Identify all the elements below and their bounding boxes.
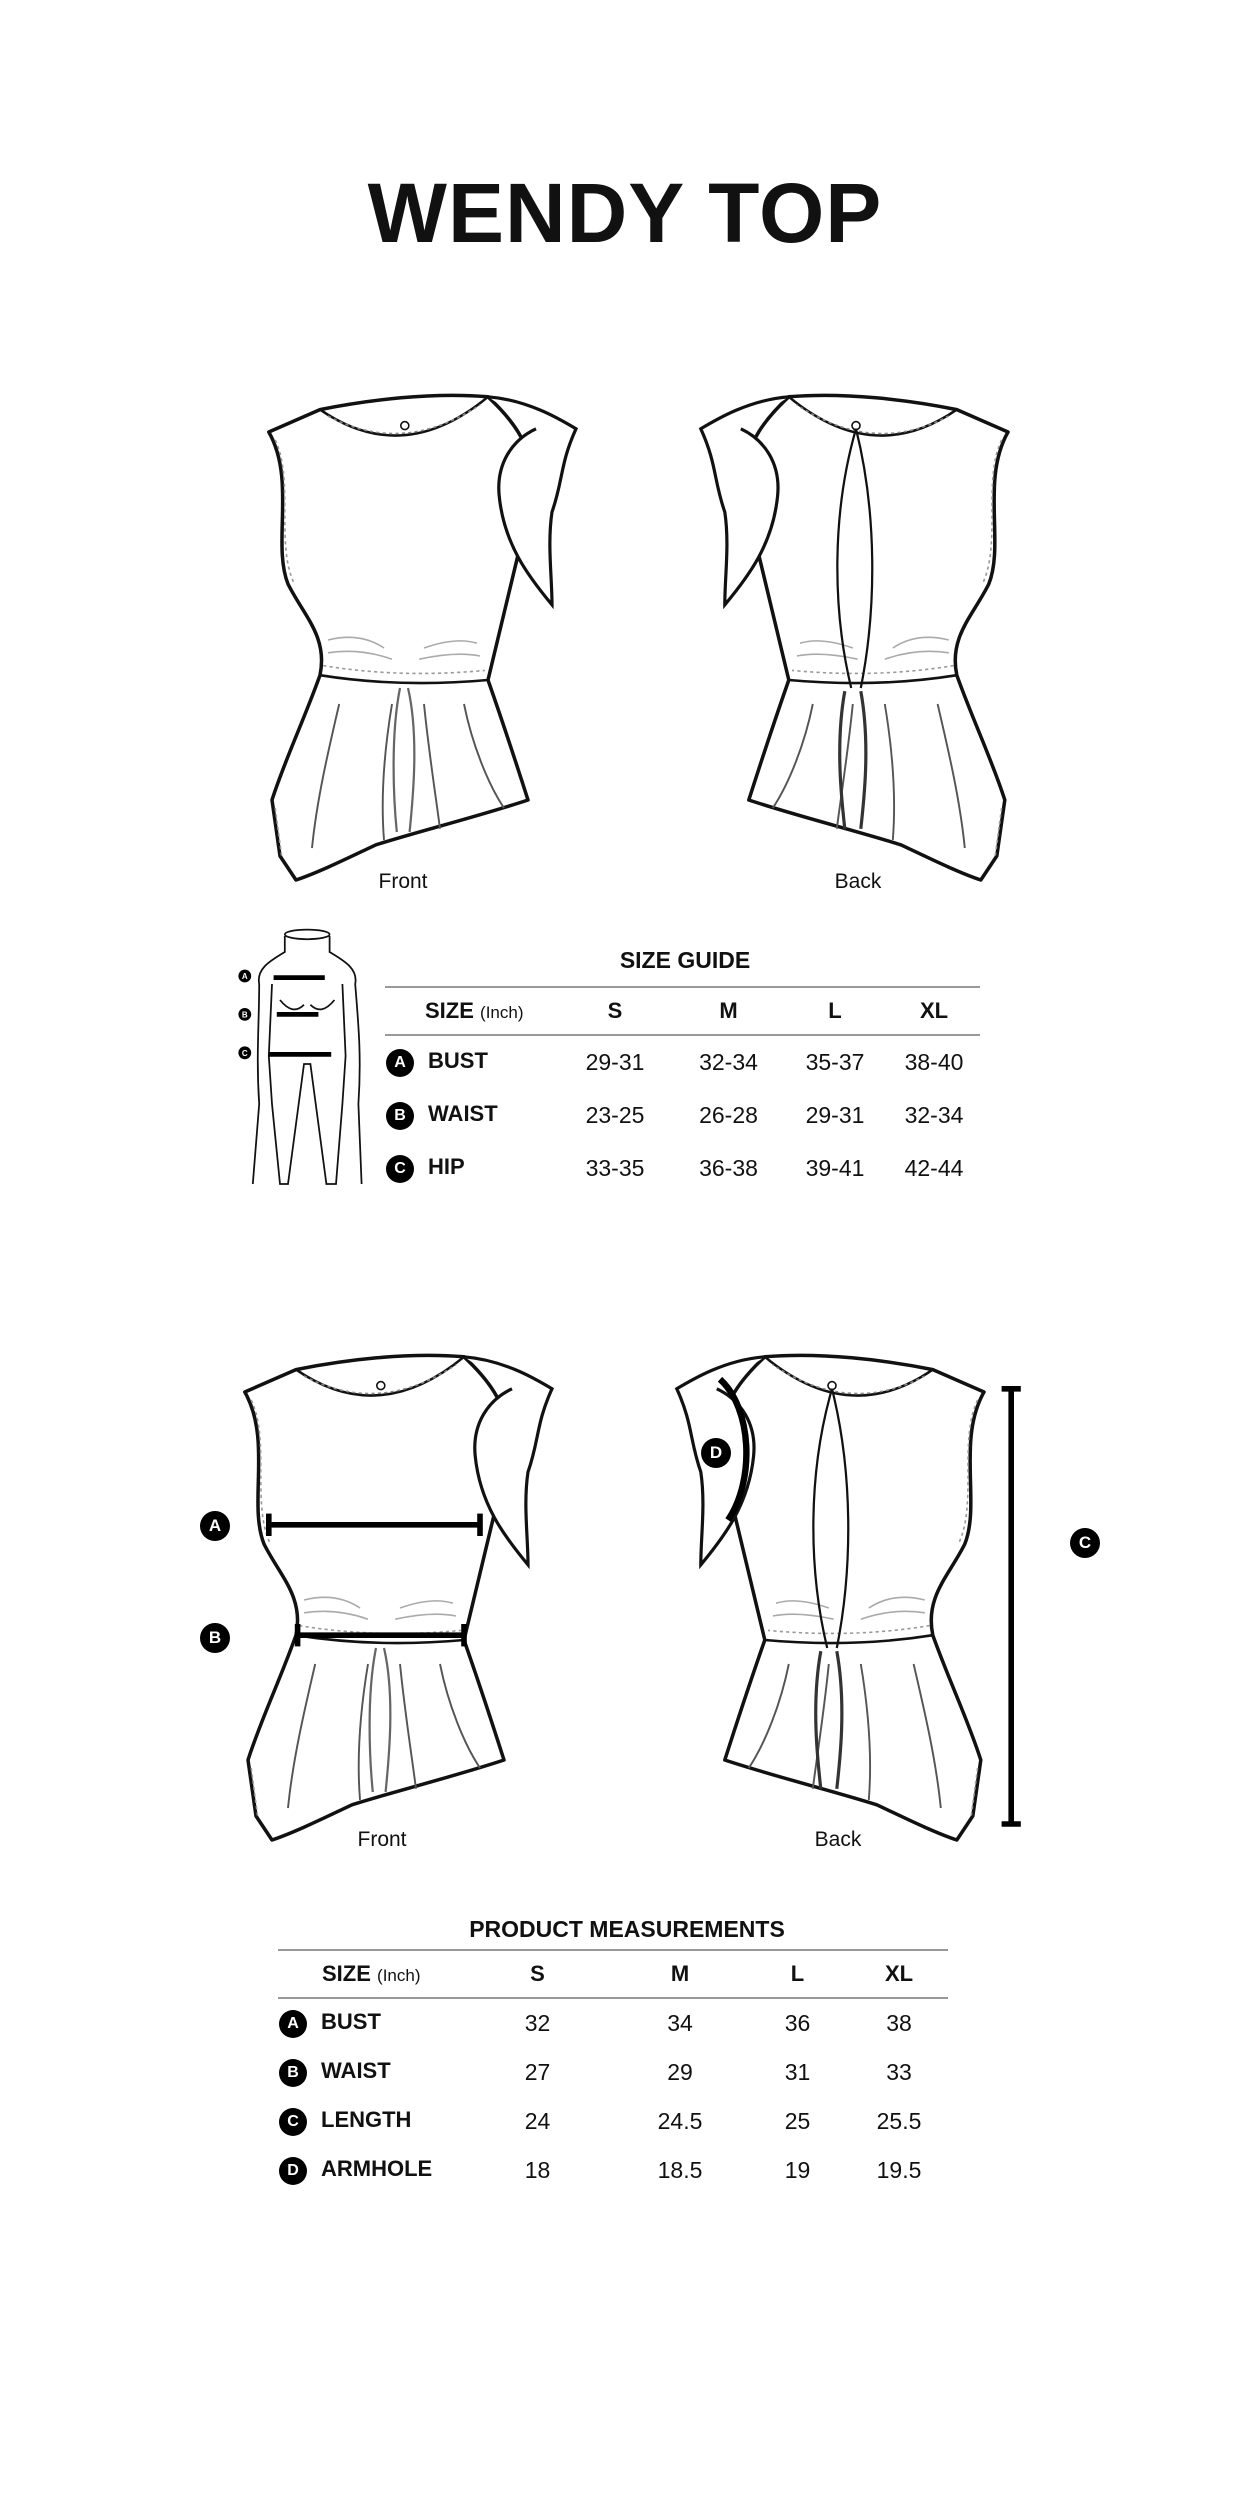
size-col: S <box>555 986 675 1036</box>
cell: 38 <box>886 2010 912 2036</box>
table-row: B WAIST 27 29 31 33 <box>278 2048 948 2097</box>
cell: 29-31 <box>805 1102 865 1128</box>
cell: 32 <box>524 2010 551 2036</box>
body-diagram-markers: A B C <box>238 969 252 1060</box>
row-label: ARMHOLE <box>321 2156 433 2182</box>
table-row: A BUST 32 34 36 38 <box>278 1998 948 2048</box>
cell: 39-41 <box>805 1155 865 1181</box>
size-col: XL <box>850 1949 948 1999</box>
table-row: B WAIST 23-25 26-28 29-31 32-34 <box>385 1089 980 1142</box>
marker-c: C <box>279 2107 307 2136</box>
page-title: WENDY TOP <box>367 166 883 260</box>
row-label: BUST <box>428 1048 488 1074</box>
svg-text:A: A <box>242 972 248 981</box>
front-view-measure <box>243 1353 554 1842</box>
cell: 36-38 <box>699 1155 758 1181</box>
marker-b: B <box>279 2058 307 2087</box>
svg-text:B: B <box>242 1011 248 1020</box>
cell: 23-25 <box>585 1102 645 1128</box>
size-header: SIZE (Inch) <box>278 1949 460 1999</box>
marker-d: D <box>279 2156 307 2185</box>
size-col: L <box>745 1949 850 1999</box>
cell: 19 <box>784 2157 811 2183</box>
row-label: BUST <box>321 2009 381 2035</box>
svg-text:C: C <box>242 1049 248 1058</box>
table-row: D ARMHOLE 18 18.5 19 19.5 <box>278 2146 948 2195</box>
size-col: M <box>615 1949 745 1999</box>
product-measurements-title: PRODUCT MEASUREMENTS <box>469 1916 785 1942</box>
back-label-top: Back <box>834 870 882 893</box>
back-label-bottom: Back <box>814 1828 862 1851</box>
cell: 25 <box>784 2108 811 2134</box>
cell: 19.5 <box>876 2157 922 2183</box>
marker-a: A <box>200 1511 230 1541</box>
row-label: HIP <box>428 1154 465 1180</box>
size-col: S <box>460 1949 615 1999</box>
length-measure-line <box>1001 1386 1021 1827</box>
cell: 33-35 <box>585 1155 645 1181</box>
cell: 25.5 <box>876 2108 922 2134</box>
front-label-top: Front <box>378 870 428 893</box>
body-diagram-lines <box>268 975 332 1057</box>
table-row: A BUST 29-31 32-34 35-37 38-40 <box>385 1035 980 1089</box>
waist-measure-line <box>294 1624 467 1647</box>
back-view-measure <box>675 1353 986 1842</box>
cell: 31 <box>784 2059 811 2085</box>
cell: 36 <box>784 2010 811 2036</box>
table-header: SIZE (Inch) S M L XL <box>278 1949 948 1999</box>
row-label: WAIST <box>428 1101 498 1127</box>
cell: 26-28 <box>699 1102 758 1128</box>
cell: 32-34 <box>904 1102 964 1128</box>
size-col: XL <box>888 986 980 1036</box>
cell: 24.5 <box>657 2108 703 2134</box>
row-label: LENGTH <box>321 2107 412 2133</box>
cell: 38-40 <box>904 1049 964 1075</box>
marker-b: B <box>200 1623 230 1653</box>
marker-a: A <box>279 2009 307 2038</box>
marker-c: C <box>386 1154 414 1183</box>
cell: 18 <box>524 2157 551 2183</box>
front-label-bottom: Front <box>357 1828 407 1851</box>
marker-d: D <box>701 1438 731 1468</box>
cell: 33 <box>886 2059 912 2085</box>
cell: 29 <box>667 2059 693 2085</box>
product-measurements-table: SIZE (Inch) S M L XL A BUST 32 34 36 38 B… <box>278 1949 948 2195</box>
cell: 29-31 <box>585 1049 645 1075</box>
cell: 27 <box>524 2059 551 2085</box>
size-header: SIZE (Inch) <box>385 986 555 1036</box>
table-row: C HIP 33-35 36-38 39-41 42-44 <box>385 1142 980 1195</box>
cell: 18.5 <box>657 2157 703 2183</box>
cell: 35-37 <box>805 1049 865 1075</box>
marker-a: A <box>386 1048 414 1077</box>
cell: 42-44 <box>904 1155 964 1181</box>
size-guide-table: SIZE (Inch) S M L XL A BUST 29-31 32-34 3… <box>385 986 980 1195</box>
bust-measure-line <box>266 1513 483 1536</box>
size-col: M <box>675 986 782 1036</box>
cell: 24 <box>524 2108 551 2134</box>
marker-c: C <box>1070 1528 1100 1558</box>
row-label: WAIST <box>321 2058 391 2084</box>
table-row: C LENGTH 24 24.5 25 25.5 <box>278 2097 948 2146</box>
marker-b: B <box>386 1101 414 1130</box>
cell: 32-34 <box>699 1049 758 1075</box>
body-diagram <box>251 928 363 1185</box>
back-view-top <box>699 393 1010 882</box>
armhole-measure-arc <box>717 1376 750 1522</box>
cell: 34 <box>667 2010 693 2036</box>
front-view-top <box>267 393 578 882</box>
size-guide-title: SIZE GUIDE <box>619 947 751 973</box>
table-header: SIZE (Inch) S M L XL <box>385 986 980 1036</box>
size-col: L <box>782 986 888 1036</box>
